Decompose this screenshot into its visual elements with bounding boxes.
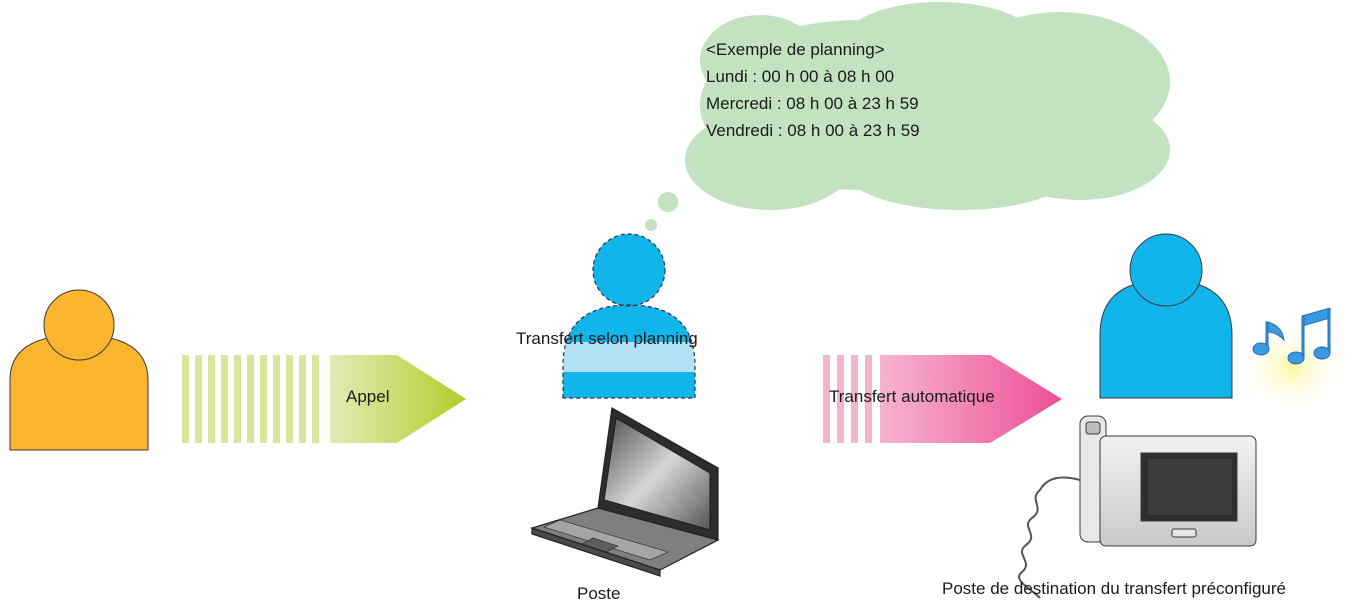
music-note-icon [1237,307,1347,413]
schedule-line-friday: Vendredi : 08 h 00 à 23 h 59 [706,121,920,140]
schedule-example: <Exemple de planning> Lundi : 00 h 00 à … [706,36,920,144]
laptop-station-icon [530,407,720,577]
schedule-transfer-label: Transfert selon planning [516,329,698,348]
schedule-thought-cloud [645,2,1170,231]
destination-user-icon [1099,233,1233,399]
auto-transfer-arrow [823,355,1062,443]
schedule-line-wednesday: Mercredi : 08 h 00 à 23 h 59 [706,94,919,113]
destination-station-label: Poste de destination du transfert précon… [942,579,1286,598]
auto-transfer-label: Transfert automatique [829,387,995,406]
schedule-line-monday: Lundi : 00 h 00 à 08 h 00 [706,67,895,86]
call-arrow [182,355,466,443]
station-label: Poste [577,584,621,603]
caller-person-icon [9,289,149,451]
intercom-monitor-icon [1018,415,1257,599]
absent-user-icon [562,233,696,399]
call-label: Appel [346,387,390,406]
schedule-heading: <Exemple de planning> [706,40,885,59]
